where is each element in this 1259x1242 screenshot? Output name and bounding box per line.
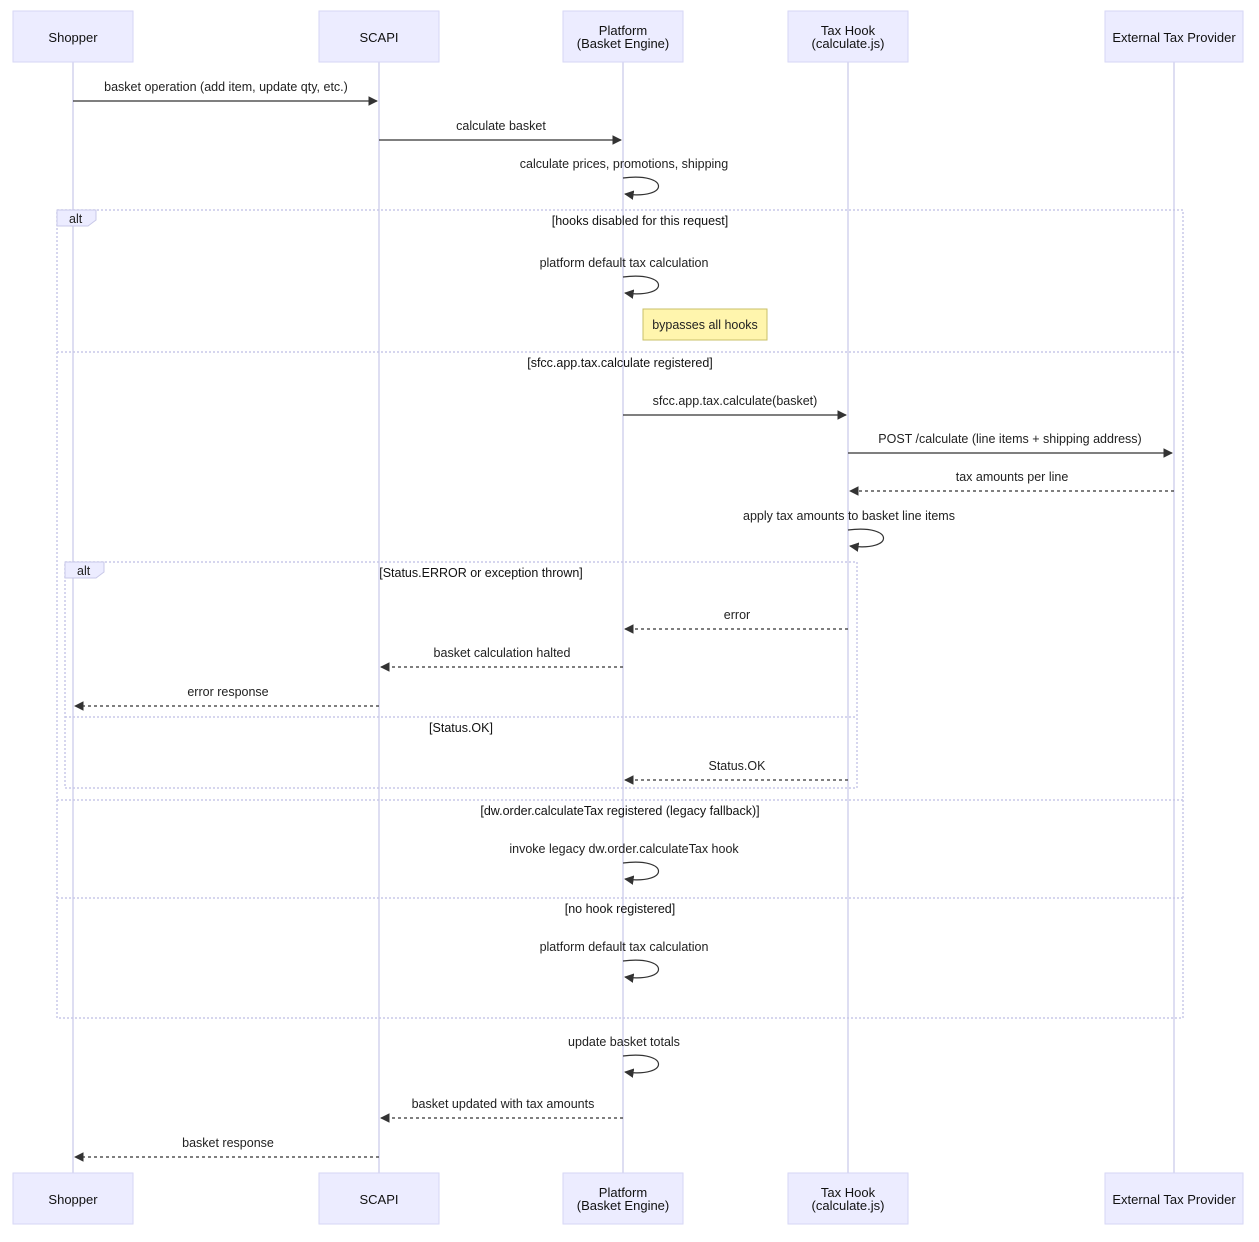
actor-label: Shopper — [48, 1192, 98, 1207]
message-15: basket updated with tax amounts — [380, 1097, 623, 1123]
message-label: platform default tax calculation — [540, 940, 709, 954]
actor-label: Shopper — [48, 30, 98, 45]
self-message-arrow — [622, 959, 659, 983]
message-label: POST /calculate (line items + shipping a… — [878, 432, 1141, 446]
actor-label: External Tax Provider — [1112, 30, 1236, 45]
actor-provider-top: External Tax Provider — [1104, 10, 1244, 63]
actor-label: SCAPI — [359, 1192, 398, 1207]
alt-condition: [sfcc.app.tax.calculate registered] — [527, 356, 713, 370]
message-1: calculate basket — [379, 119, 622, 145]
message-6: tax amounts per line — [849, 470, 1174, 496]
message-label: platform default tax calculation — [540, 256, 709, 270]
alt-condition: [hooks disabled for this request] — [552, 214, 729, 228]
actor-taxhook-bottom: Tax Hook (calculate.js) — [787, 1172, 909, 1225]
message-5: POST /calculate (line items + shipping a… — [848, 432, 1173, 458]
message-label: calculate basket — [456, 119, 546, 133]
actor-sublabel: (calculate.js) — [812, 36, 885, 51]
message-7: apply tax amounts to basket line items — [743, 509, 955, 552]
message-label: update basket totals — [568, 1035, 680, 1049]
message-label: tax amounts per line — [956, 470, 1069, 484]
alt-condition: [no hook registered] — [565, 902, 676, 916]
actor-shopper-bottom: Shopper — [12, 1172, 134, 1225]
self-message-arrow — [622, 1054, 659, 1078]
actor-label: Platform — [599, 23, 647, 38]
frame-keyword: alt — [77, 564, 91, 578]
message-16: basket response — [74, 1136, 379, 1162]
inner-alt-frame: alt [Status.ERROR or exception thrown] [… — [64, 561, 858, 789]
note-text: bypasses all hooks — [652, 318, 758, 332]
actor-sublabel: (calculate.js) — [812, 1198, 885, 1213]
message-10: error response — [74, 685, 379, 711]
message-label: basket response — [182, 1136, 274, 1150]
alt-condition: [Status.ERROR or exception thrown] — [379, 566, 583, 580]
actor-provider-bottom: External Tax Provider — [1104, 1172, 1244, 1225]
actor-label: Tax Hook — [821, 1185, 876, 1200]
message-11: Status.OK — [624, 759, 848, 785]
message-14: update basket totals — [568, 1035, 680, 1078]
self-message-arrow — [622, 275, 659, 299]
message-8: error — [624, 608, 848, 634]
actor-platform-bottom: Platform (Basket Engine) — [562, 1172, 684, 1225]
message-label: basket operation (add item, update qty, … — [104, 80, 348, 94]
alt-condition: [dw.order.calculateTax registered (legac… — [480, 804, 759, 818]
message-label: apply tax amounts to basket line items — [743, 509, 955, 523]
message-2: calculate prices, promotions, shipping — [520, 157, 728, 200]
message-0: basket operation (add item, update qty, … — [73, 80, 378, 106]
actor-scapi-top: SCAPI — [318, 10, 440, 63]
message-13: platform default tax calculation — [540, 940, 709, 983]
self-message-arrow — [622, 176, 659, 200]
message-label: calculate prices, promotions, shipping — [520, 157, 728, 171]
actor-label: SCAPI — [359, 30, 398, 45]
outer-alt-frame: alt [hooks disabled for this request] [s… — [56, 209, 1184, 1019]
actor-label: Platform — [599, 1185, 647, 1200]
message-4: sfcc.app.tax.calculate(basket) — [623, 394, 847, 420]
message-label: basket calculation halted — [434, 646, 571, 660]
message-label: error — [724, 608, 750, 622]
message-label: Status.OK — [709, 759, 767, 773]
actor-sublabel: (Basket Engine) — [577, 1198, 670, 1213]
note: bypasses all hooks — [642, 308, 768, 341]
message-12: invoke legacy dw.order.calculateTax hook — [509, 842, 739, 885]
self-message-arrow — [847, 528, 884, 552]
actor-sublabel: (Basket Engine) — [577, 36, 670, 51]
message-9: basket calculation halted — [380, 646, 623, 672]
message-label: error response — [187, 685, 268, 699]
actor-shopper-top: Shopper — [12, 10, 134, 63]
message-label: invoke legacy dw.order.calculateTax hook — [509, 842, 739, 856]
actor-platform-top: Platform (Basket Engine) — [562, 10, 684, 63]
message-label: basket updated with tax amounts — [412, 1097, 595, 1111]
frame-keyword: alt — [69, 212, 83, 226]
actor-label: Tax Hook — [821, 23, 876, 38]
alt-condition: [Status.OK] — [429, 721, 493, 735]
message-3: platform default tax calculation — [540, 256, 709, 299]
actor-label: External Tax Provider — [1112, 1192, 1236, 1207]
self-message-arrow — [622, 861, 659, 885]
actor-scapi-bottom: SCAPI — [318, 1172, 440, 1225]
actor-taxhook-top: Tax Hook (calculate.js) — [787, 10, 909, 63]
message-label: sfcc.app.tax.calculate(basket) — [653, 394, 818, 408]
